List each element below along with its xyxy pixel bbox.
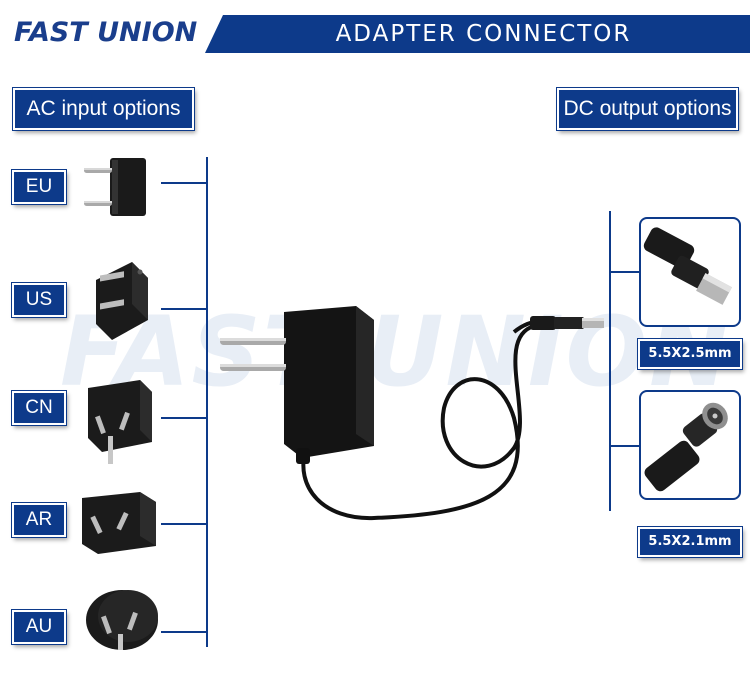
brand-logo: FAST UNION [0, 15, 214, 53]
connector-line-au [161, 631, 207, 633]
title-bar: ADAPTER CONNECTOR [205, 15, 750, 53]
connector-line-dc-1 [609, 271, 639, 273]
dc-size-label-2: 5.5X2.1mm [638, 527, 742, 557]
page-title: ADAPTER CONNECTOR [335, 21, 632, 47]
dc-connector-5-5x2-1-image [639, 390, 741, 500]
watermark-logo: FAST UNION [60, 296, 732, 408]
dc-output-options-label: DC output options [557, 88, 738, 130]
connector-line-eu [161, 182, 207, 184]
ac-bracket-line [206, 157, 208, 647]
region-eu: EU [12, 170, 66, 204]
dc-bracket-line [609, 211, 611, 511]
header: FAST UNION ADAPTER CONNECTOR [0, 15, 750, 53]
eu-plug-icon [84, 158, 146, 216]
connector-line-cn [161, 417, 207, 419]
region-cn: CN [12, 391, 66, 425]
region-ar: AR [12, 503, 66, 537]
region-us: US [12, 283, 66, 317]
ar-plug-icon [82, 492, 156, 554]
cn-plug-icon [88, 380, 152, 464]
connector-line-ar [161, 523, 207, 525]
dc-plug-2-5-icon [643, 227, 732, 305]
connector-line-dc-2 [609, 445, 639, 447]
connector-line-us [161, 308, 207, 310]
us-plug-icon [96, 262, 148, 340]
dc-plug-2-1-icon [644, 402, 728, 492]
dc-size-label-1: 5.5X2.5mm [638, 339, 742, 369]
power-adapter-icon [220, 306, 604, 521]
ac-input-options-label: AC input options [13, 88, 194, 130]
dc-connector-5-5x2-5-image [639, 217, 741, 327]
region-au: AU [12, 610, 66, 644]
au-plug-icon [86, 590, 158, 650]
logo-text: FAST UNION [14, 17, 198, 48]
